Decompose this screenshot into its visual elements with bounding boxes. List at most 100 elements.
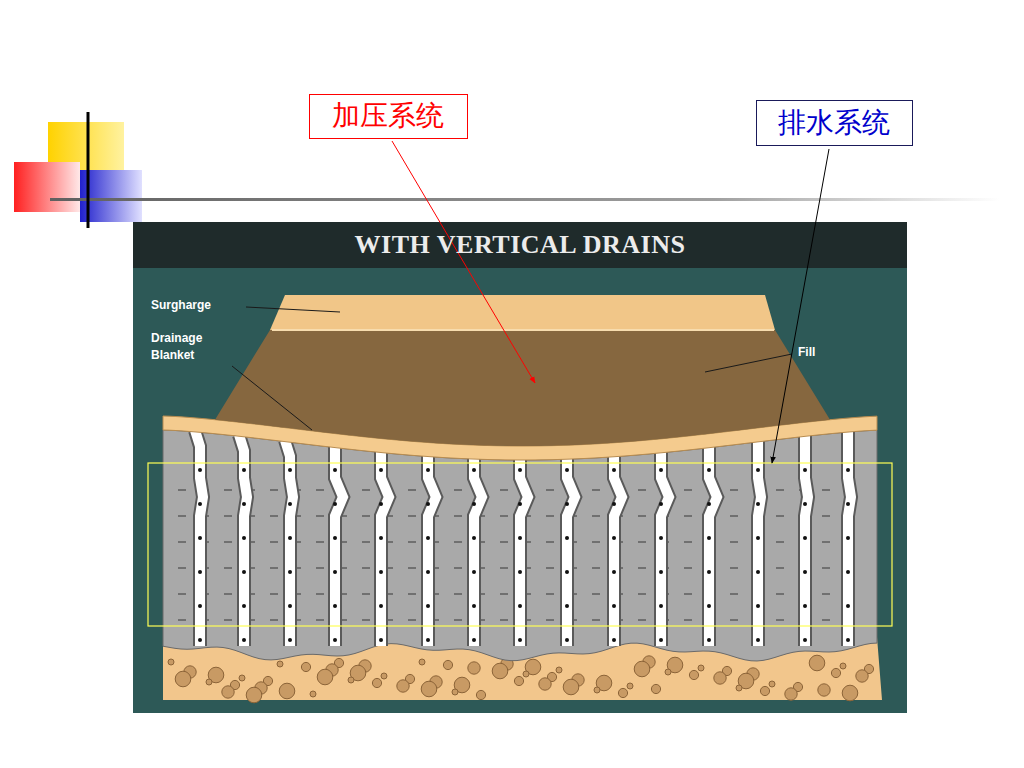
water-dot [659,536,663,540]
flow-mark [454,567,462,568]
flow-mark [684,567,692,568]
water-dot [612,536,616,540]
flow-mark [730,567,738,568]
flow-mark [408,567,416,568]
layer-label: Drainage Blanket [151,330,225,365]
flow-mark [408,489,416,490]
water-dot [803,570,807,574]
pebble [492,663,508,679]
flow-mark [684,515,692,516]
water-dot [756,502,760,506]
flow-mark [638,515,646,516]
flow-mark [638,541,646,542]
pebble [246,687,262,703]
flow-mark [178,619,186,620]
water-dot [518,570,522,574]
fill-embankment [215,330,830,446]
surcharge-layer [270,295,775,330]
water-dot [565,468,569,472]
water-dot [288,468,292,472]
pebble [317,669,333,685]
title-bar [133,222,907,268]
flow-mark [316,593,324,594]
water-dot [288,570,292,574]
flow-mark [730,541,738,542]
flow-mark [638,619,646,620]
pebble [277,661,283,667]
water-dot [518,502,522,506]
water-dot [659,604,663,608]
water-dot [333,468,337,472]
water-dot [379,638,383,642]
drain-outline [474,457,482,646]
flow-mark [500,567,508,568]
pebble [563,679,579,695]
flow-mark [546,619,554,620]
flow-mark [730,515,738,516]
water-dot [659,638,663,642]
pebble [736,685,742,691]
water-dot [242,570,246,574]
flow-mark [270,541,278,542]
water-dot [756,468,760,472]
water-dot [846,638,850,642]
vertical-drain [239,435,247,646]
pebble [514,676,523,685]
pebble [468,662,480,674]
water-dot [565,536,569,540]
water-dot [565,604,569,608]
flow-mark [316,541,324,542]
pebble [785,688,797,700]
flow-mark [270,619,278,620]
flow-mark [362,489,370,490]
background-panel [133,222,907,713]
flow-mark [776,515,784,516]
water-dot [426,468,430,472]
layer-label: Surgharge [151,297,211,314]
water-dot [612,468,616,472]
pebble [818,684,830,696]
water-dot [426,536,430,540]
flow-mark [776,541,784,542]
water-dot [565,638,569,642]
flow-mark [454,541,462,542]
water-dot [756,570,760,574]
leader-line [232,366,312,430]
flow-mark [362,567,370,568]
flow-mark [362,515,370,516]
water-dot [707,536,711,540]
flow-mark [592,489,600,490]
pebble [397,680,409,692]
water-dot [707,604,711,608]
water-dot [472,604,476,608]
water-dot [846,468,850,472]
drain-outline [520,458,528,646]
flow-mark [224,489,232,490]
flow-mark [776,619,784,620]
water-dot [707,502,711,506]
water-dot [472,468,476,472]
flow-mark [500,541,508,542]
pebble [627,683,633,689]
flow-mark [546,489,554,490]
flow-mark [592,541,600,542]
water-dot [242,604,246,608]
flow-mark [454,593,462,594]
illustration-title: WITH VERTICAL DRAINS [355,230,686,260]
pebble [421,681,437,697]
water-dot [288,536,292,540]
flow-mark [500,593,508,594]
flow-mark [362,619,370,620]
flow-mark [224,619,232,620]
drain-outline [709,446,717,646]
flow-mark [178,567,186,568]
pebble [452,689,458,695]
vertical-drain [520,458,528,646]
pebble [840,663,846,669]
water-dot [612,502,616,506]
vertical-drain [474,457,482,646]
water-dot [756,536,760,540]
flow-mark [408,515,416,516]
callout-text: 加压系统 [332,99,444,133]
water-dot [472,570,476,574]
